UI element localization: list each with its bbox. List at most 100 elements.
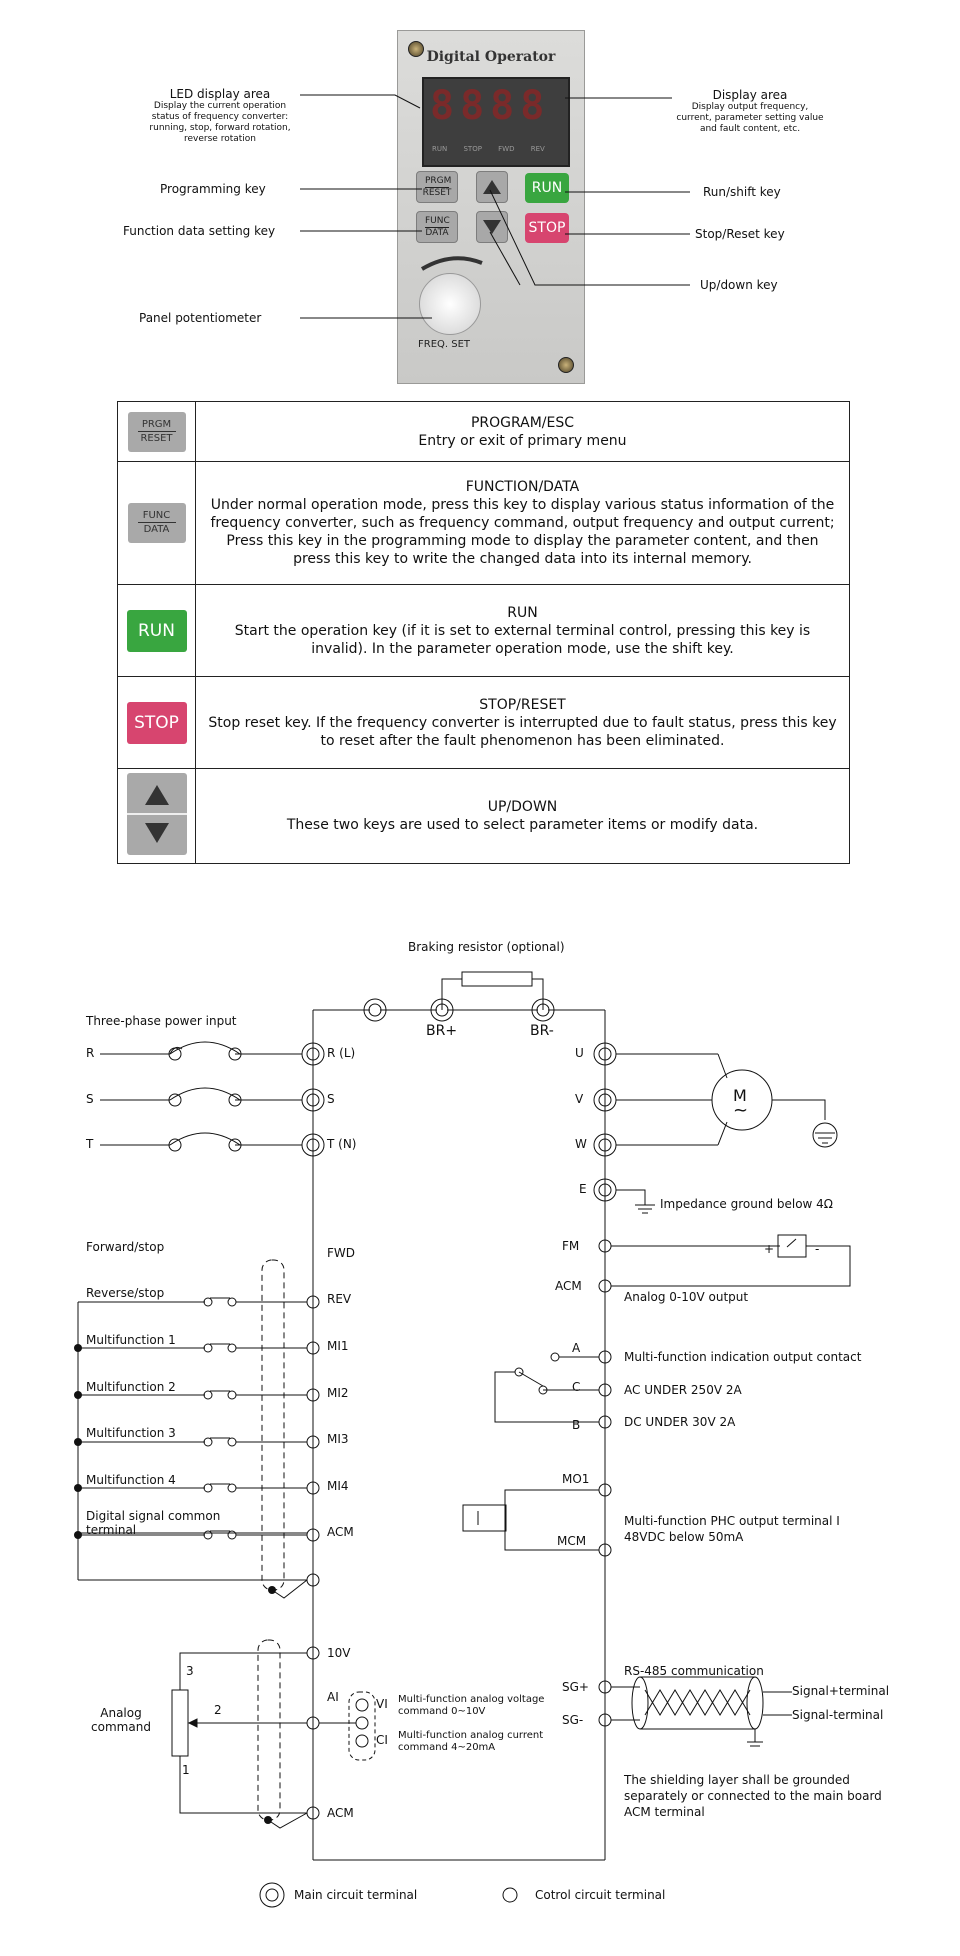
key-label: DATA [425, 228, 449, 238]
run-key[interactable]: RUN [525, 173, 569, 203]
relay-dc-label: DC UNDER 30V 2A [624, 1415, 736, 1429]
input-terminal: REV [327, 1292, 352, 1306]
input-label: Reverse/stop [86, 1286, 165, 1300]
legend-control-label: Cotrol circuit terminal [535, 1888, 666, 1902]
phase-s-label: S [86, 1092, 94, 1106]
screw-icon [558, 357, 574, 373]
relay-b-label: B [572, 1418, 581, 1432]
input-label: Forward/stop [86, 1240, 165, 1254]
input-label: Multifunction 2 [86, 1380, 176, 1394]
callout-led: LED display area Display the current ope… [140, 87, 300, 145]
func-data-key[interactable]: FUNC DATA [416, 211, 458, 243]
table-desc-cell: FUNCTION/DATA Under normal operation mod… [195, 461, 850, 585]
led-indicators: RUN STOP FWD REV [432, 145, 545, 153]
meter-plus: + [764, 1242, 775, 1256]
up-down-arrow-icon [126, 785, 187, 843]
key-label: PRGM [425, 176, 452, 188]
term-rl-label: R (L) [327, 1046, 356, 1060]
pot-pin-3: 3 [186, 1664, 194, 1678]
table-desc-cell: UP/DOWN These two keys are used to selec… [195, 768, 850, 864]
mo1-label: MO1 [562, 1472, 590, 1486]
led-digits: 8888 [430, 83, 551, 129]
stop-key-image: STOP [126, 701, 187, 744]
relay-ac-label: AC UNDER 250V 2A [624, 1383, 742, 1397]
motor-label: M [733, 1086, 747, 1105]
up-arrow-icon [483, 180, 501, 194]
term-s-label: S [327, 1092, 335, 1106]
br-plus-label: BR+ [426, 1023, 458, 1039]
sg-minus-label: SG- [562, 1713, 584, 1727]
analog-command-label: Analog command [91, 1706, 151, 1734]
key-label: RESET [422, 188, 452, 198]
callout-stop-reset: Stop/Reset key [695, 227, 785, 241]
callout-led-desc: Display the current operation status of … [149, 101, 291, 144]
table-row: RUN RUN Start the operation key (if it i… [117, 584, 850, 677]
vi-desc: Multi-function analog voltage command 0~… [398, 1694, 545, 1717]
panel-title: Digital Operator [426, 49, 556, 65]
key-label: RESET [140, 432, 173, 444]
up-down-key-image [126, 773, 187, 855]
input-terminal: MI1 [327, 1339, 349, 1353]
signal-minus-label: Signal-terminal [792, 1708, 884, 1722]
table-desc-cell: STOP/RESET Stop reset key. If the freque… [195, 676, 850, 769]
led-indicator: RUN [432, 145, 448, 153]
table-icon-cell: PRGM RESET [117, 401, 196, 462]
run-key-image: RUN [126, 609, 187, 652]
callout-display-title: Display area [712, 88, 788, 102]
term-w-label: W [575, 1137, 587, 1151]
key-description: Entry or exit of primary menu [418, 432, 627, 449]
key-label: DATA [143, 524, 170, 535]
led-display: 8888 RUN STOP FWD REV [422, 77, 570, 167]
callout-programming-key: Programming key [160, 182, 266, 196]
ai-terminal-label: AI [327, 1690, 339, 1704]
relay-desc-label: Multi-function indication output contact [624, 1350, 862, 1364]
fm-label: FM [562, 1239, 580, 1253]
led-indicator: REV [530, 145, 545, 153]
signal-plus-label: Signal+terminal [792, 1684, 890, 1698]
panel-callout-lines [300, 94, 690, 319]
digital-common-label: Digital signal common terminal [86, 1509, 221, 1537]
key-description: These two keys are used to select parame… [286, 817, 759, 833]
table-row: UP/DOWN These two keys are used to selec… [117, 768, 850, 864]
phase-t-label: T [86, 1137, 94, 1151]
func-data-key-image: FUNC DATA [127, 503, 186, 543]
callout-up-down: Up/down key [700, 278, 778, 292]
stop-key[interactable]: STOP [525, 213, 569, 243]
ci-label: CI [376, 1733, 388, 1747]
acm2-terminal-label: ACM [327, 1806, 354, 1820]
frequency-knob[interactable] [419, 273, 481, 335]
prgm-reset-key-image: PRGM RESET [127, 411, 186, 452]
10v-terminal-label: 10V [327, 1646, 351, 1660]
key-title: PROGRAM/ESC [470, 414, 575, 431]
input-label: Multifunction 3 [86, 1426, 176, 1440]
key-description: Stop reset key. If the frequency convert… [208, 714, 837, 749]
up-key[interactable] [476, 171, 508, 203]
phase-r-label: R [86, 1046, 95, 1060]
phc-desc1: Multi-function PHC output terminal I [624, 1514, 840, 1528]
key-title: FUNCTION/DATA [465, 479, 580, 495]
led-indicator: STOP [463, 145, 482, 153]
key-description: Under normal operation mode, press this … [210, 497, 835, 567]
table-icon-cell: RUN [117, 584, 196, 677]
meter-minus: - [815, 1242, 820, 1256]
key-description: Start the operation key (if it is set to… [234, 622, 811, 657]
input-label: Multifunction 4 [86, 1473, 176, 1487]
prgm-reset-key[interactable]: PRGM RESET [416, 171, 458, 203]
term-v-label: V [575, 1092, 584, 1106]
callout-function-key: Function data setting key [123, 224, 276, 238]
input-terminal: MI4 [327, 1479, 349, 1493]
table-row: PRGM RESET PROGRAM/ESC Entry or exit of … [117, 401, 850, 462]
power-input-label: Three-phase power input [86, 1014, 237, 1028]
analog-output-label: Analog 0-10V output [624, 1290, 749, 1304]
term-u-label: U [575, 1046, 584, 1060]
key-label: FUNC [137, 509, 176, 523]
motor-tilde: ~ [733, 1100, 749, 1121]
key-title: STOP/RESET [479, 696, 566, 713]
mcm-label: MCM [557, 1534, 587, 1548]
vi-label: VI [376, 1697, 388, 1711]
rs485-label: RS-485 communication [624, 1664, 764, 1678]
down-arrow-icon [483, 220, 501, 234]
potentiometer-arc [420, 256, 483, 271]
key-label: FUNC [425, 216, 450, 228]
table-icon-cell [117, 768, 196, 864]
